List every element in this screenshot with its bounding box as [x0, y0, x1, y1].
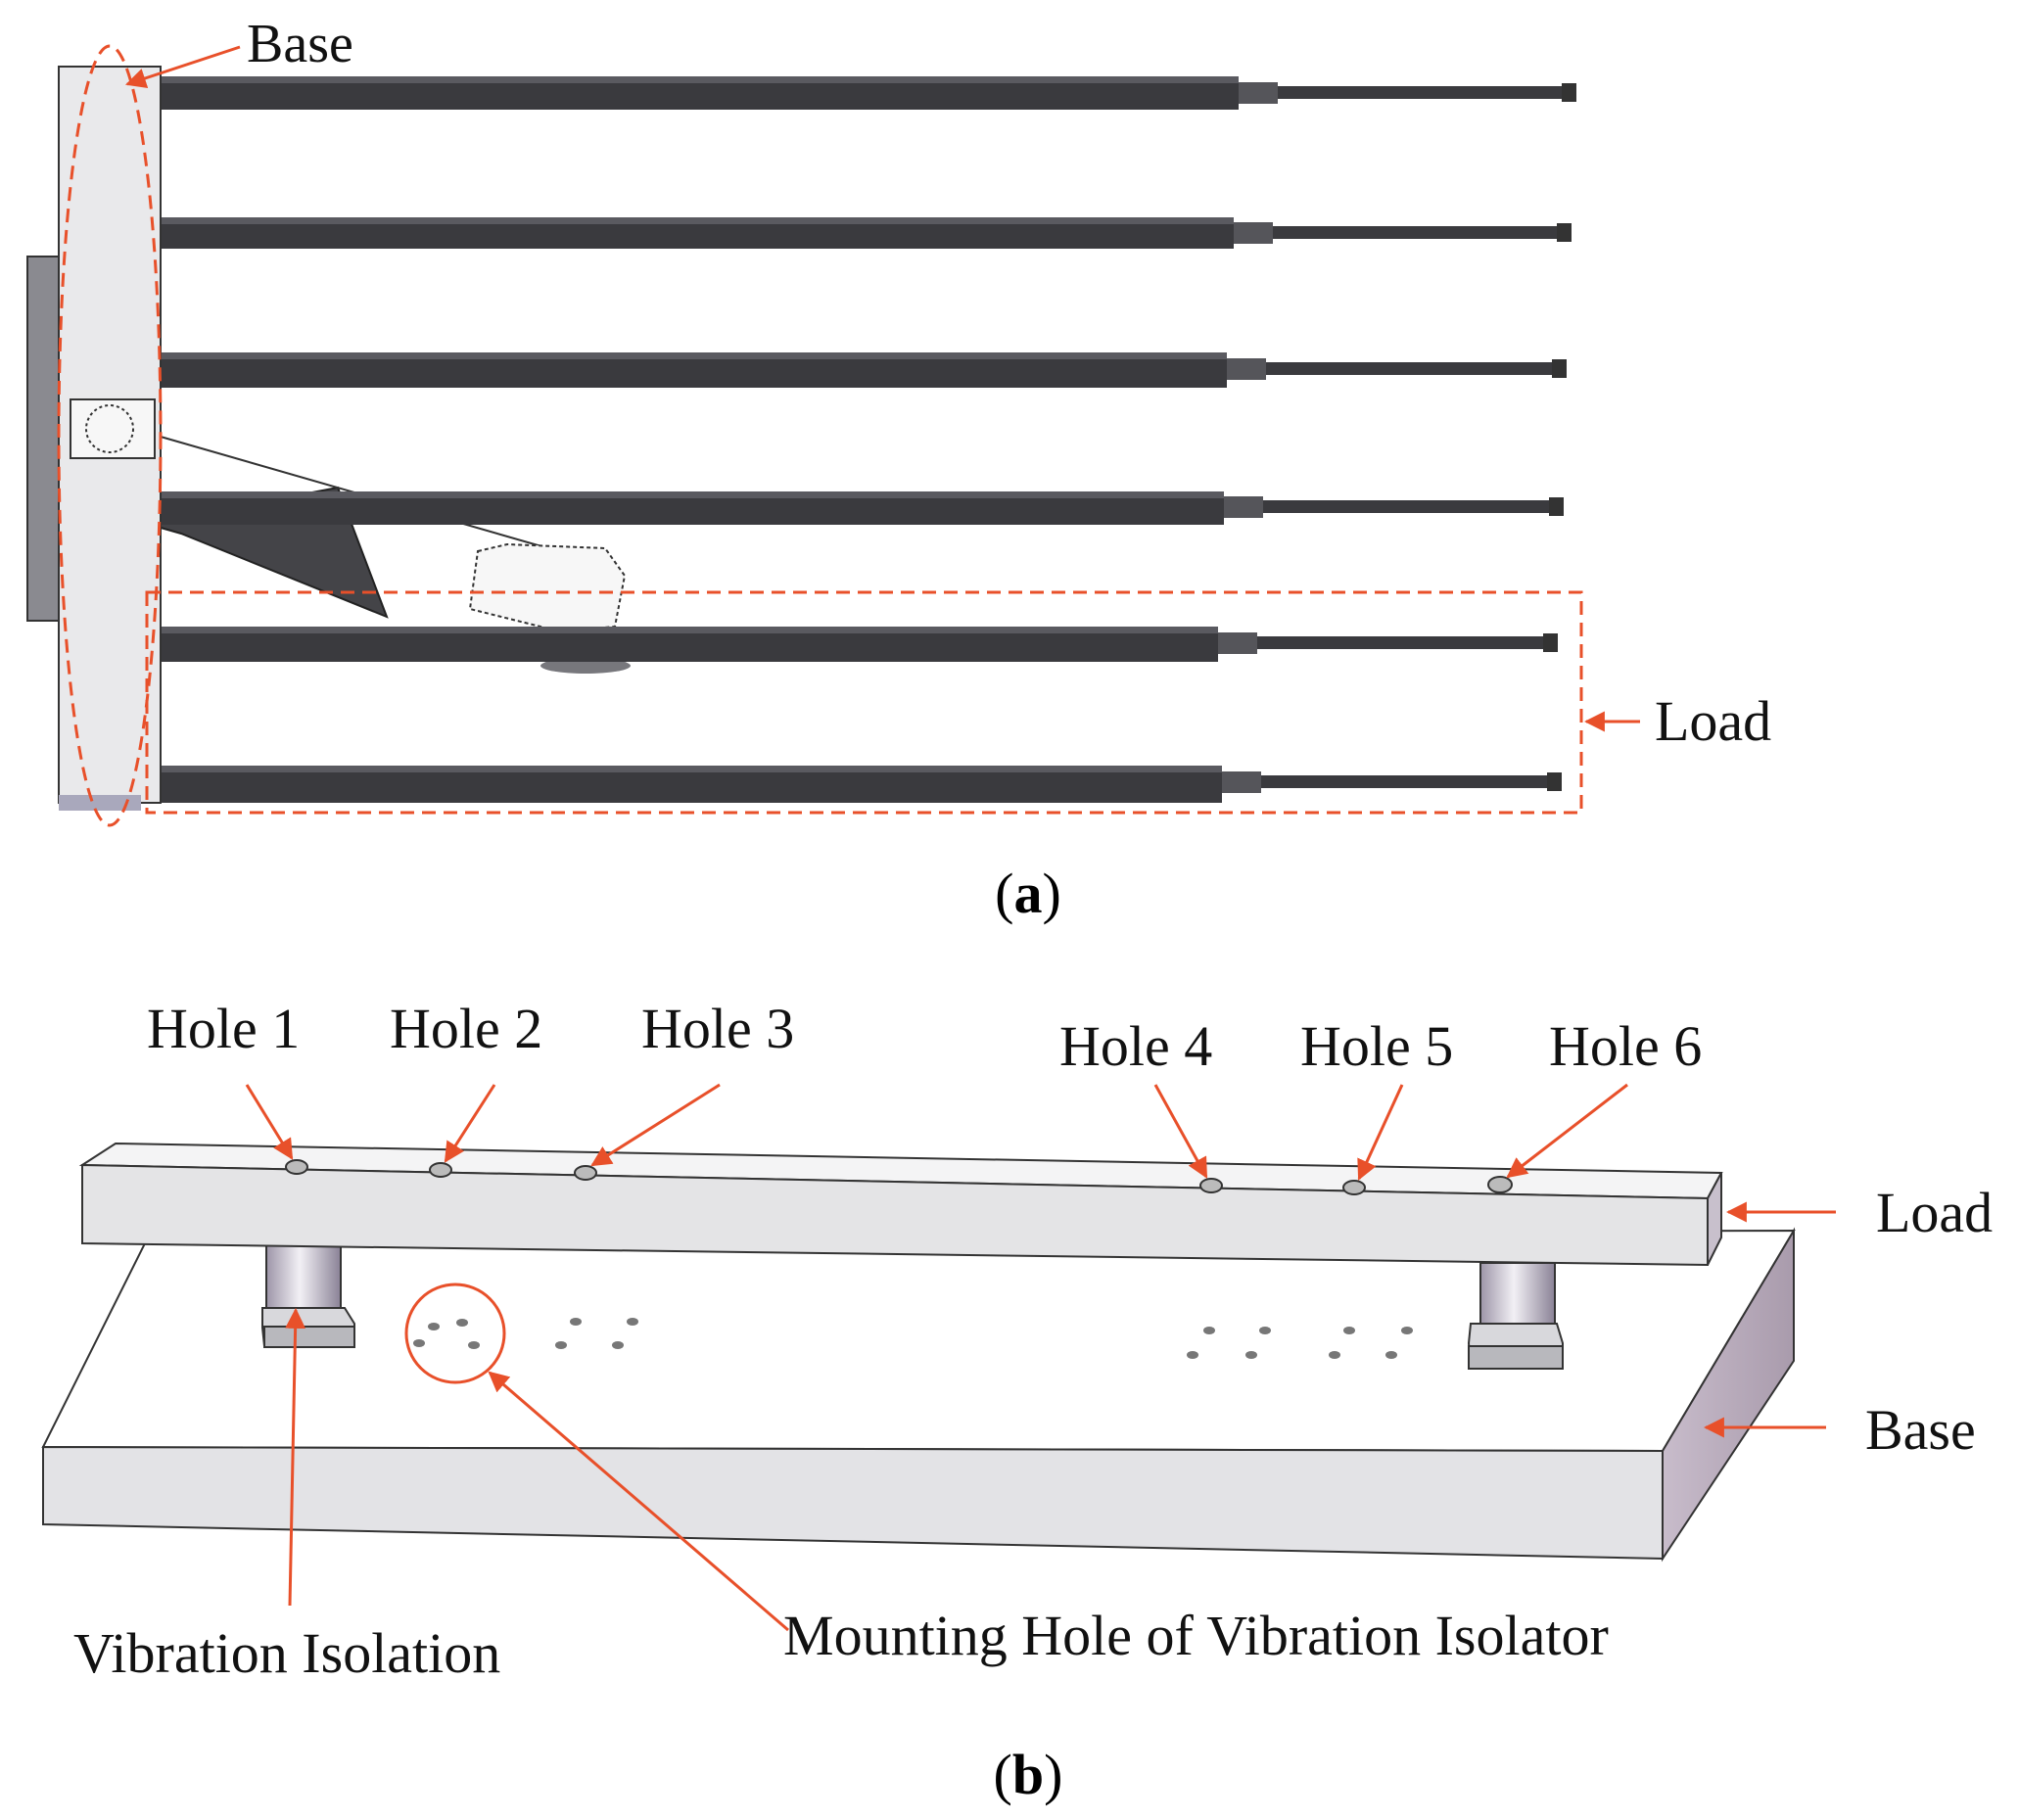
isolator-right [1467, 1262, 1564, 1370]
panel-b: Hole 1 Hole 2 Hole 3 Hole 4 Hole 5 Hole … [41, 997, 1993, 1806]
vibration-isolation-leader [285, 1307, 306, 1607]
beam-3 [155, 352, 1567, 388]
beam-2 [157, 217, 1572, 249]
hole-4-mark [1199, 1178, 1223, 1193]
panel-a: Base Load (a) [26, 14, 1771, 925]
caption-b-letter: b [1012, 1743, 1044, 1806]
base-label-b: Base [1865, 1398, 1976, 1462]
base-block [41, 1227, 1796, 1563]
beam-group [145, 76, 1576, 803]
mounting-hole-label: Mounting Hole of Vibration Isolator [783, 1604, 1609, 1667]
load-beam [78, 1142, 1723, 1267]
hole-2-mark [429, 1162, 452, 1178]
caption-a-letter: a [1014, 862, 1043, 925]
mounting-hole-callout-circle [404, 1283, 506, 1384]
caption-b: (b) [994, 1743, 1063, 1806]
hole-2-label: Hole 2 [390, 997, 542, 1060]
base-leader-a [125, 45, 241, 89]
base-label-a: Base [247, 14, 353, 74]
beam-4 [152, 491, 1564, 525]
caption-a: (a) [995, 862, 1061, 925]
load-highlight-box [145, 590, 1583, 815]
caption-a-open: ( [995, 862, 1013, 925]
load-label-b: Load [1876, 1181, 1993, 1244]
base-plate-a [58, 66, 162, 811]
beam-6 [145, 766, 1562, 803]
beam-1 [157, 76, 1576, 110]
vibration-isolation-label: Vibration Isolation [73, 1621, 500, 1685]
hole-5-label: Hole 5 [1300, 1014, 1453, 1078]
mounting-hole-leader [488, 1371, 789, 1632]
base-highlight-ellipse [57, 44, 163, 827]
mounting-holes [413, 1318, 1413, 1359]
hole-1-mark [285, 1159, 308, 1175]
hole-6-label: Hole 6 [1549, 1014, 1702, 1078]
isolator-left [261, 1242, 355, 1348]
caption-b-close: ) [1044, 1743, 1062, 1806]
hole-3-mark [574, 1165, 597, 1181]
hole-6-mark [1487, 1176, 1513, 1193]
caption-a-close: ) [1043, 862, 1061, 925]
hole-5-mark [1342, 1180, 1366, 1195]
hole-4-label: Hole 4 [1059, 1014, 1212, 1078]
hole-leaders [245, 1083, 1628, 1181]
load-holes [285, 1159, 1513, 1195]
hole-1-label: Hole 1 [147, 997, 300, 1060]
hole-3-label: Hole 3 [641, 997, 794, 1060]
beam-5 [149, 627, 1558, 662]
load-label-a: Load [1655, 689, 1771, 753]
caption-b-open: ( [994, 1743, 1012, 1806]
